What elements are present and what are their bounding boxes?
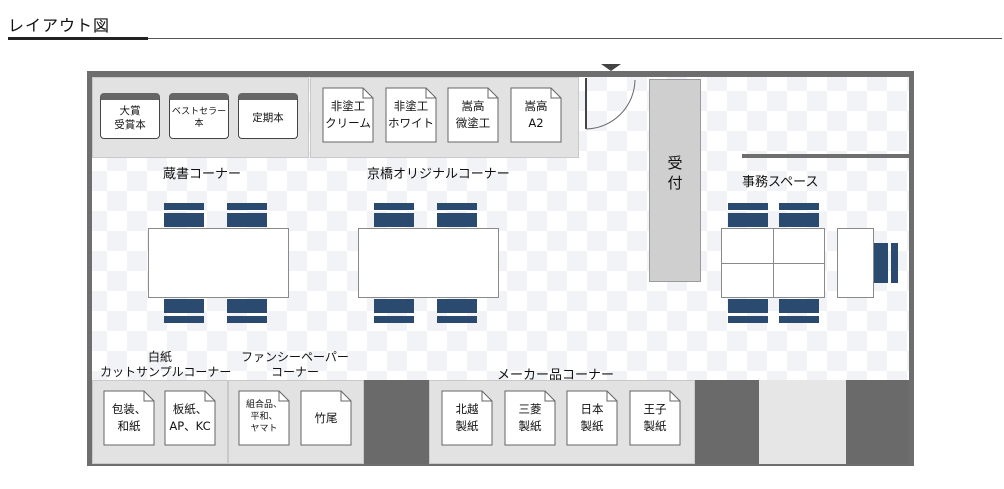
chair xyxy=(374,203,414,227)
chair xyxy=(227,203,267,227)
doc-label-line1: 嵩高 xyxy=(461,99,485,114)
doc-label-line2: クリーム xyxy=(325,116,371,130)
reception-counter xyxy=(649,79,701,282)
desk-divider xyxy=(721,263,825,264)
fancy-label-line1: ファンシーペーパー xyxy=(241,350,349,364)
doc-label-line2: 微塗工 xyxy=(455,116,491,130)
doc-label-line1: 三菱 xyxy=(518,402,542,417)
doc-label-line3: ヤマト xyxy=(250,423,278,434)
bottom-wall xyxy=(87,464,914,466)
doc-label-line1: 非塗工 xyxy=(330,99,366,114)
chair xyxy=(779,299,819,323)
chair xyxy=(437,203,477,227)
chair xyxy=(728,203,768,227)
door-swing-icon xyxy=(585,78,636,130)
shelf-label-line1: 定期本 xyxy=(252,112,284,125)
chair xyxy=(164,299,204,323)
doc-label-line2: A2 xyxy=(528,116,544,130)
doc-label-line1: 王子 xyxy=(643,402,667,417)
doc-label-line1: 包装、 xyxy=(111,402,147,417)
chair xyxy=(779,203,819,227)
chair xyxy=(874,243,898,283)
doc-label-line2: 製紙 xyxy=(580,419,604,433)
doc-hokuetsu[interactable]: 北越製紙 xyxy=(441,390,493,446)
fancy-label-line2: コーナー xyxy=(270,365,319,379)
entrance-arrow-icon xyxy=(601,64,621,71)
hakushi-label-line2: カットサンプルコーナー xyxy=(100,365,232,379)
page-title: レイアウト図 xyxy=(8,16,111,35)
shelf-label-line2: 受賞本 xyxy=(114,119,146,131)
doc-hitoko-cream[interactable]: 非塗工クリーム xyxy=(322,87,374,143)
reception-label-char2: 付 xyxy=(667,173,683,192)
zousho-corner-label: 蔵書コーナー xyxy=(163,167,242,182)
shelf-item-taishou[interactable]: 大賞 受賞本 xyxy=(100,93,160,139)
chair xyxy=(164,203,204,227)
office-partition-wall xyxy=(742,154,914,158)
office-side-desk xyxy=(837,228,874,298)
pillar xyxy=(695,380,759,464)
doc-label-line1: 板紙、 xyxy=(172,402,208,417)
doc-housou-washi[interactable]: 包装、和紙 xyxy=(103,390,155,446)
doc-label-line2: 製紙 xyxy=(643,419,667,433)
doc-itagami[interactable]: 板紙、 AP、KC xyxy=(164,390,216,446)
doc-label-line1: 日本 xyxy=(580,402,604,417)
title-underline-accent xyxy=(8,37,148,40)
chair xyxy=(227,299,267,323)
reception-label: 受 付 xyxy=(649,154,701,193)
doc-kumiaihin[interactable]: 組合品、平和、ヤマト xyxy=(238,390,290,446)
open-space xyxy=(759,380,846,464)
shelf-item-teiki[interactable]: 定期本 xyxy=(238,93,298,139)
doc-oji[interactable]: 王子製紙 xyxy=(629,390,681,446)
maker-corner-label: メーカー品コーナー xyxy=(497,368,615,383)
doc-label-line2: 製紙 xyxy=(455,419,479,433)
doc-nippon[interactable]: 日本製紙 xyxy=(566,390,618,446)
doc-label-line2: ホワイト xyxy=(388,116,434,130)
hakushi-corner-label: 白紙 カットサンプルコーナー xyxy=(100,350,232,380)
doc-label-line2: 和紙 xyxy=(117,419,141,433)
hakushi-label-line1: 白紙 xyxy=(147,350,172,364)
doc-kasadaka-a2[interactable]: 嵩高 A2 xyxy=(510,87,562,143)
pillar xyxy=(846,380,914,464)
doc-label-line2: 平和、 xyxy=(250,412,278,423)
shelf-label-line1: ベストセラー本 xyxy=(171,107,227,129)
chair xyxy=(728,299,768,323)
title-underline xyxy=(8,38,1002,39)
reception-label-char1: 受 xyxy=(667,154,683,172)
table-zousho xyxy=(148,228,289,298)
chair xyxy=(437,299,477,323)
shelf-label-line1: 大賞 xyxy=(119,105,141,118)
doc-mitsubishi[interactable]: 三菱製紙 xyxy=(504,390,556,446)
doc-label-line1: 組合品、 xyxy=(245,400,282,411)
kyobashi-corner-label: 京橋オリジナルコーナー xyxy=(367,167,510,182)
doc-kasadaka-bitoko[interactable]: 嵩高微塗工 xyxy=(447,87,499,143)
office-space-label: 事務スペース xyxy=(742,175,819,190)
doc-hitoko-white[interactable]: 非塗工ホワイト xyxy=(385,87,437,143)
doc-label-line1: 嵩高 xyxy=(524,99,548,114)
doc-takeo[interactable]: 竹尾 xyxy=(300,390,352,446)
doc-label-line1: 非塗工 xyxy=(393,99,429,114)
doc-label-line2: 製紙 xyxy=(518,419,542,433)
doc-label-line1: 北越 xyxy=(455,402,479,417)
doc-label-line2: AP、KC xyxy=(169,419,211,433)
chair xyxy=(374,299,414,323)
table-kyobashi xyxy=(358,228,499,298)
fancy-paper-corner-label: ファンシーペーパー コーナー xyxy=(240,350,350,380)
pillar xyxy=(364,380,429,464)
shelf-item-bestseller[interactable]: ベストセラー本 xyxy=(169,93,229,139)
doc-label-line1: 竹尾 xyxy=(314,410,338,425)
